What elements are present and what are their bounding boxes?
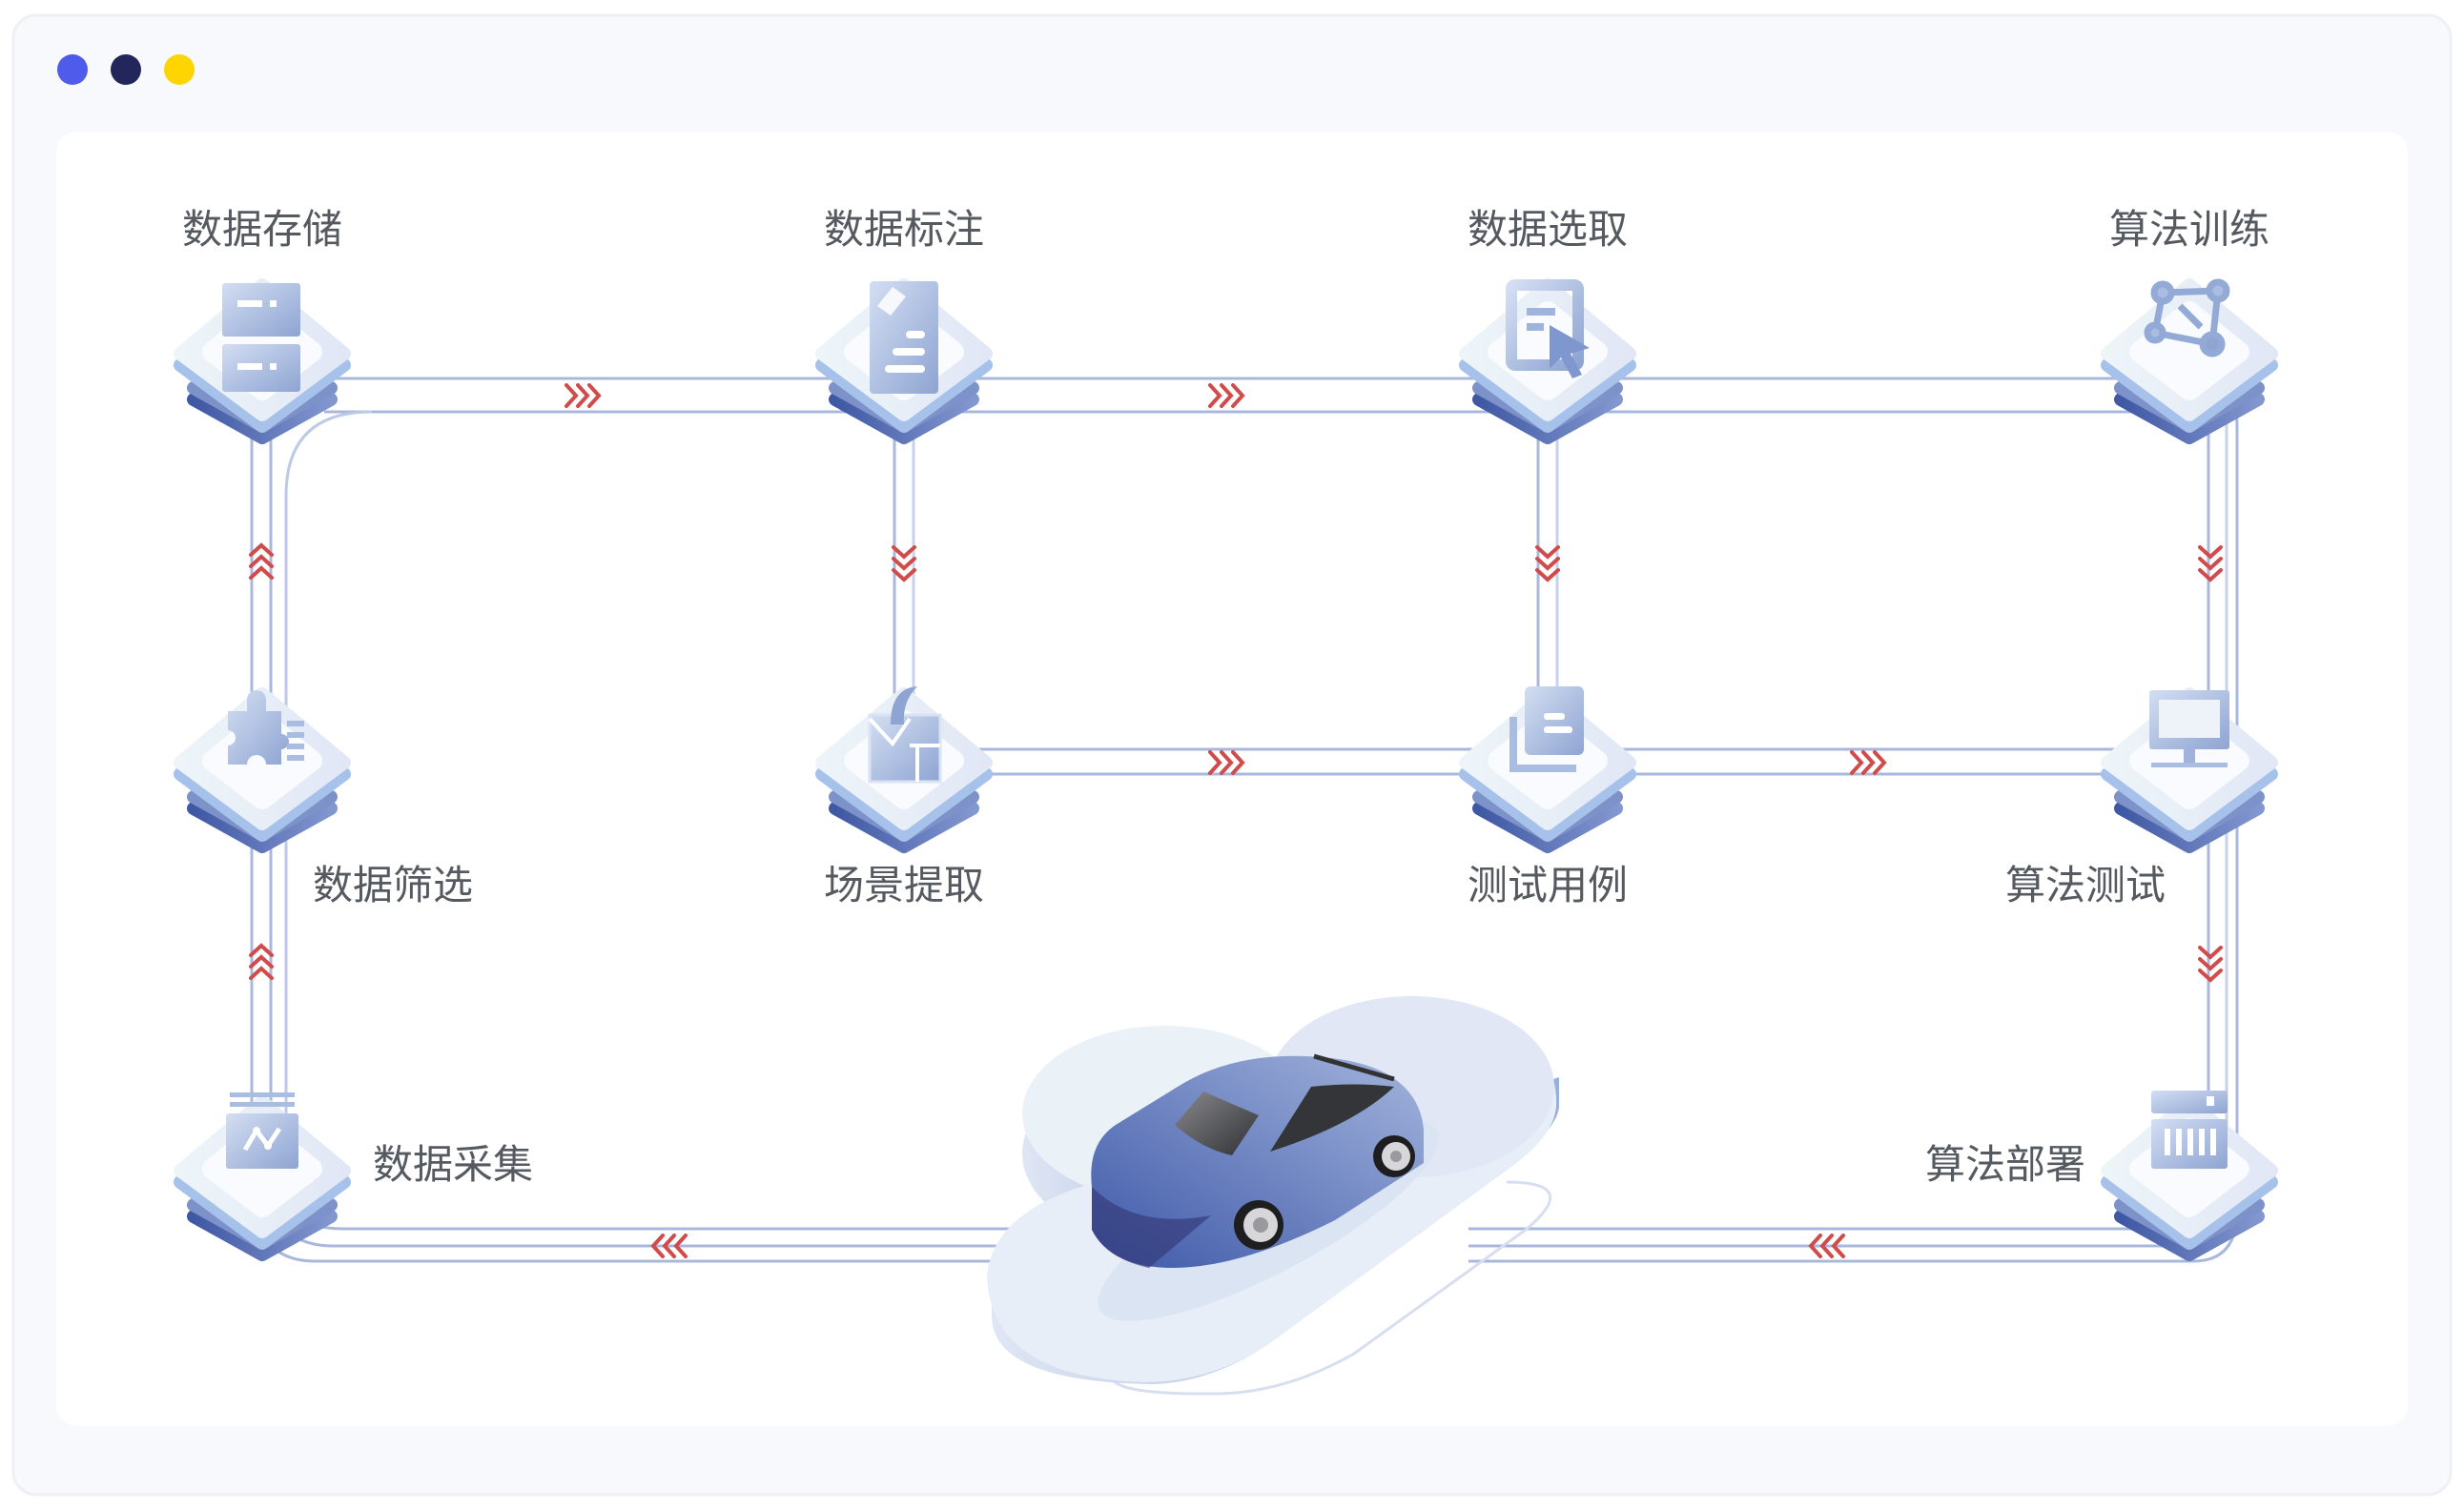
cursor-select-icon — [1506, 279, 1590, 378]
node-testcase[interactable] — [1466, 686, 1630, 847]
document-stack-icon — [1509, 686, 1584, 772]
node-deploy[interactable] — [2107, 1091, 2271, 1255]
window-dot-yellow[interactable] — [164, 54, 195, 85]
car-illustration — [1091, 1053, 1439, 1321]
node-testing[interactable] — [2107, 690, 2271, 847]
node-collection[interactable] — [180, 1092, 344, 1255]
tag-document-icon — [870, 281, 938, 394]
label-collection: 数据采集 — [373, 1141, 533, 1188]
server-rack-icon — [2151, 1091, 2228, 1169]
label-testcase: 测试用例 — [1468, 862, 1628, 908]
node-training[interactable] — [2107, 282, 2271, 438]
node-graph-icon — [2144, 278, 2230, 357]
server-icon — [222, 283, 300, 392]
label-selection: 数据选取 — [1468, 206, 1628, 253]
data-collect-icon — [226, 1092, 298, 1169]
node-selection[interactable] — [1466, 285, 1630, 438]
extract-icon — [868, 686, 942, 784]
content-panel — [56, 132, 2408, 1426]
window-dot-navy[interactable] — [111, 54, 141, 85]
label-filtering: 数据筛选 — [313, 862, 473, 908]
monitor-icon — [2149, 690, 2229, 767]
label-testing: 算法测试 — [2005, 862, 2166, 908]
node-scene[interactable] — [822, 686, 986, 847]
window-dot-blue[interactable] — [57, 54, 88, 85]
label-training: 算法训练 — [2109, 206, 2269, 253]
node-filtering[interactable] — [180, 690, 344, 847]
node-labeling[interactable] — [822, 281, 986, 438]
label-scene: 场景提取 — [824, 862, 984, 908]
label-deploy: 算法部署 — [1925, 1141, 2085, 1188]
label-storage: 数据存储 — [182, 206, 342, 253]
node-storage[interactable] — [180, 283, 344, 438]
puzzle-icon — [228, 690, 304, 765]
label-labeling: 数据标注 — [824, 206, 984, 253]
